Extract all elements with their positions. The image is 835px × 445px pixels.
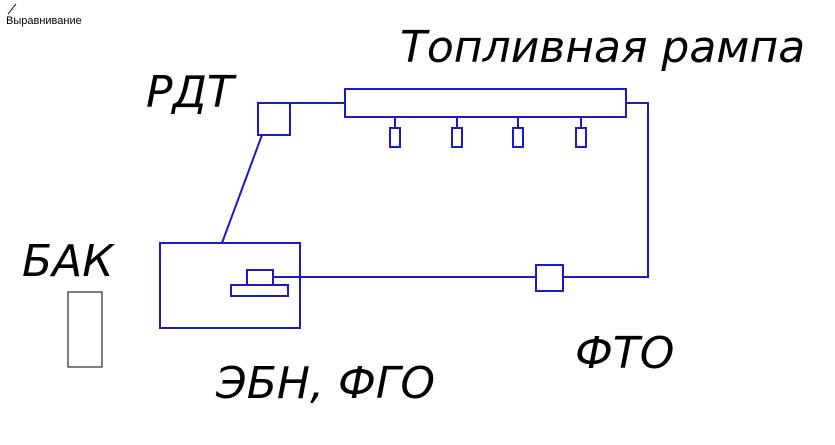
tank-label: БАК <box>22 236 115 287</box>
injector <box>512 117 524 148</box>
pressure-regulator-box <box>257 102 291 136</box>
pump-module-label: ЭБН, ФГО <box>215 358 435 409</box>
alignment-label: Выравнивание <box>6 15 82 27</box>
fuel-rail-label: Топливная рампа <box>400 22 805 73</box>
tank-shape <box>67 291 103 368</box>
injector <box>389 117 401 148</box>
fuel-filter-box <box>535 264 564 292</box>
corner-tick <box>7 3 17 15</box>
return-line <box>221 134 263 244</box>
injector <box>575 117 587 148</box>
pump-base <box>230 284 289 297</box>
injector <box>451 117 463 148</box>
filter-to-rail-line <box>563 102 649 278</box>
pump-module-box <box>159 242 301 329</box>
fuel-rail-body <box>344 88 627 118</box>
pressure-regulator-label: РДТ <box>146 67 237 118</box>
fuel-filter-label: ФТО <box>575 328 674 379</box>
pump-top <box>246 269 274 286</box>
